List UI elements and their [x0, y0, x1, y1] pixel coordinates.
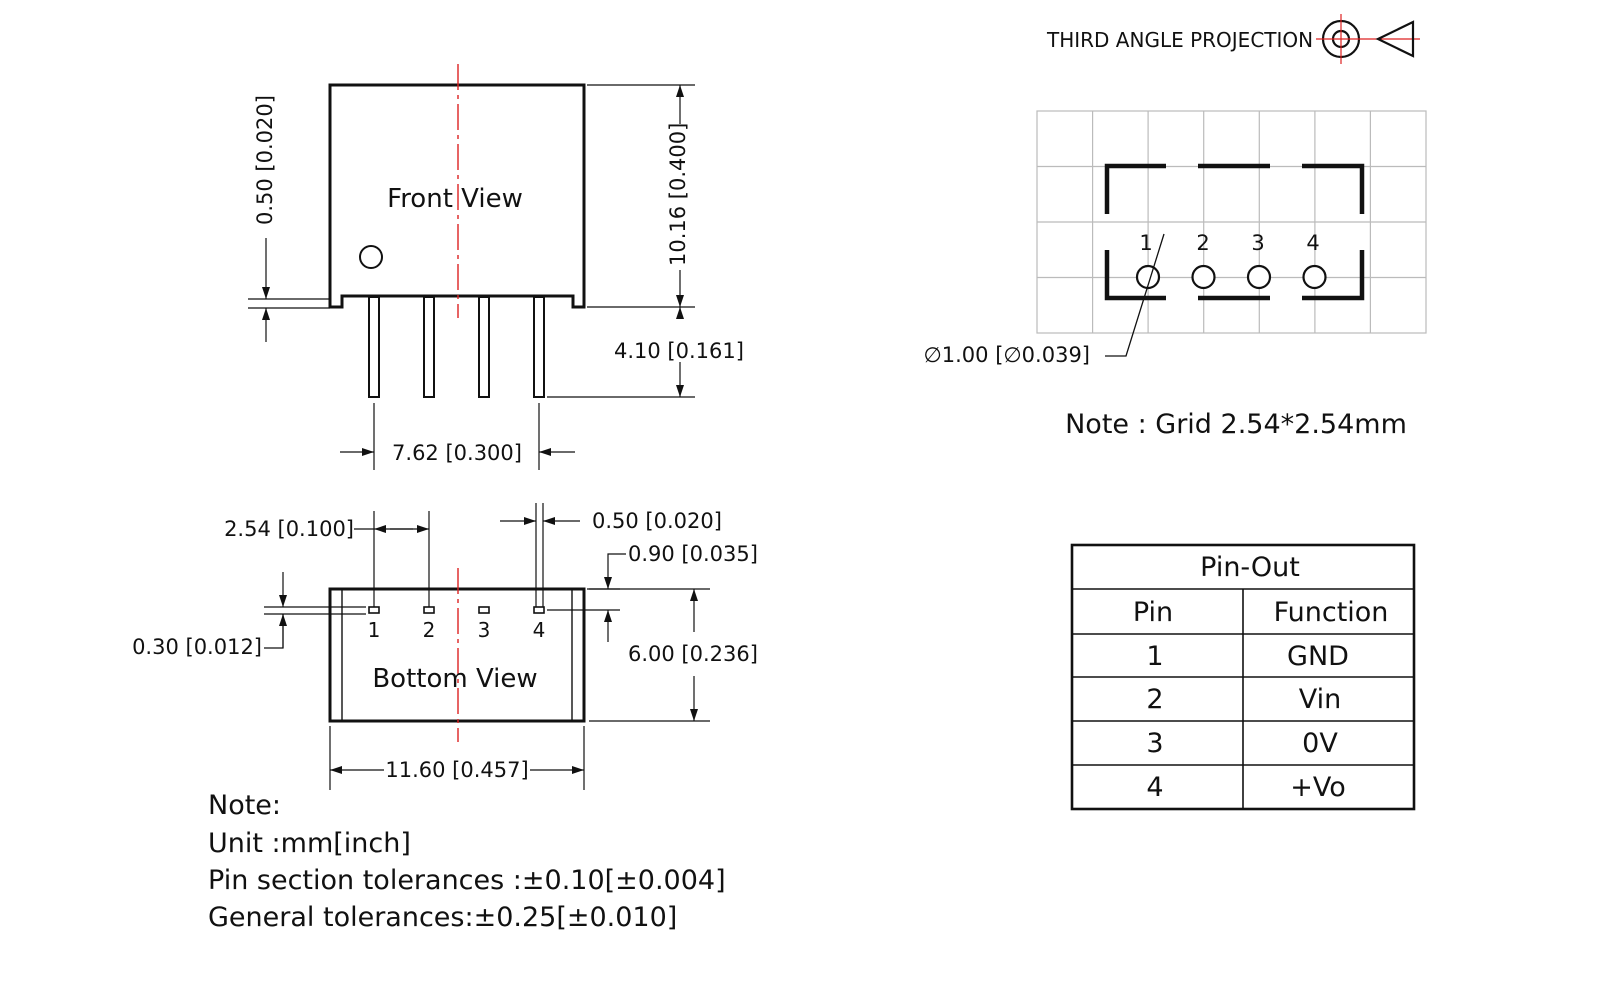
notes-block: Note: Unit :mm[inch] Pin section toleran…: [208, 790, 726, 933]
pinout-cell-pin: 1: [1146, 641, 1163, 672]
dim-height-label: 10.16 [0.400]: [666, 123, 690, 266]
pcb-hole: [1191, 264, 1216, 290]
pinout-table: Pin-Out Pin Function 1 GND 2 Vin 3 0V 4 …: [1070, 543, 1416, 811]
front-view: Front View 0.50 [0.020] 10.16 [0.400]: [248, 64, 744, 470]
bottom-pin-number: 1: [368, 618, 381, 642]
pinout-header: Pin: [1133, 597, 1173, 628]
bottom-view: 1 2 3 4 Bottom View 2.54 [0.100] 0.50 [0…: [132, 503, 758, 790]
dim-width: 11.60 [0.457]: [329, 726, 585, 790]
front-pin-1: [368, 296, 380, 398]
bottom-view-body: [328, 587, 586, 723]
dim-pin-length: 4.10 [0.161]: [547, 307, 744, 398]
pinout-cell-function: GND: [1287, 641, 1349, 672]
pcb-outline: [1104, 163, 1365, 301]
pinout-cell-function: Vin: [1299, 684, 1342, 715]
front-view-body: [328, 83, 586, 309]
notes-line: Unit :mm[inch]: [208, 828, 411, 859]
projection-symbol-icon: [1316, 14, 1420, 64]
projection-block: THIRD ANGLE PROJECTION: [1046, 14, 1420, 64]
dim-pin-span-label: 7.62 [0.300]: [392, 441, 522, 465]
dim-depth: 6.00 [0.236]: [589, 588, 758, 722]
dim-width-label: 11.60 [0.457]: [385, 758, 528, 782]
projection-label: THIRD ANGLE PROJECTION: [1046, 28, 1313, 52]
dim-pin-width: 0.50 [0.020]: [500, 503, 722, 607]
pinout-cell-pin: 4: [1146, 772, 1163, 803]
bottom-pin-number: 2: [423, 618, 436, 642]
front-view-pins: [368, 296, 545, 398]
dim-pitch: 2.54 [0.100]: [224, 511, 430, 607]
pcb-hole: [1135, 264, 1161, 290]
front-pin-3: [478, 296, 490, 398]
pcb-pin-number: 2: [1196, 231, 1209, 255]
pcb-pin-number: 3: [1251, 231, 1264, 255]
pcb-hole: [1302, 264, 1327, 290]
pcb-layout: 1 2 3 4 ∅1.00 [∅0.039] Note : Grid 2.54*…: [923, 110, 1427, 440]
bottom-view-pads: [368, 606, 545, 614]
hole-leader: [1105, 233, 1165, 357]
dim-pin-thickness-label: 0.30 [0.012]: [132, 635, 262, 659]
grid-note: Note : Grid 2.54*2.54mm: [1065, 409, 1407, 440]
pcb-holes: [1135, 264, 1327, 290]
dim-pin-width-label: 0.50 [0.020]: [592, 509, 722, 533]
dim-depth-label: 6.00 [0.236]: [628, 642, 758, 666]
dim-pin-thickness: 0.30 [0.012]: [132, 572, 366, 659]
pinout-cell-pin: 2: [1146, 684, 1163, 715]
pinout-header: Function: [1274, 597, 1389, 628]
dim-pitch-label: 2.54 [0.100]: [224, 517, 354, 541]
dim-height: 10.16 [0.400]: [587, 84, 695, 308]
hole-dim-label: ∅1.00 [∅0.039]: [923, 343, 1090, 367]
dim-standoff-label: 0.50 [0.020]: [253, 95, 277, 225]
front-pin-2: [423, 296, 435, 398]
pcb-pin-number: 4: [1306, 231, 1319, 255]
notes-line: Pin section tolerances :±0.10[±0.004]: [208, 865, 726, 896]
pinout-cell-pin: 3: [1146, 728, 1163, 759]
notes-heading: Note:: [208, 790, 281, 821]
pinout-title: Pin-Out: [1200, 552, 1300, 583]
dim-pin-edge-offset: 0.90 [0.035]: [547, 542, 758, 642]
bottom-view-title: Bottom View: [372, 664, 537, 694]
pin1-marker-icon: [359, 245, 383, 269]
front-pin-4: [533, 296, 545, 398]
pinout-cell-function: 0V: [1302, 728, 1338, 759]
dim-standoff: 0.50 [0.020]: [248, 95, 330, 342]
pcb-hole: [1246, 264, 1272, 290]
pcb-pin-number: 1: [1139, 231, 1152, 255]
pinout-cell-function: +Vo: [1290, 772, 1346, 803]
dim-pin-length-label: 4.10 [0.161]: [614, 339, 744, 363]
dim-pin-span: 7.62 [0.300]: [340, 403, 575, 470]
notes-line: General tolerances:±0.25[±0.010]: [208, 902, 677, 933]
front-view-title: Front View: [387, 184, 523, 214]
dim-pin-edge-offset-label: 0.90 [0.035]: [628, 542, 758, 566]
bottom-pin-number: 4: [533, 618, 546, 642]
bottom-pin-number: 3: [478, 618, 491, 642]
